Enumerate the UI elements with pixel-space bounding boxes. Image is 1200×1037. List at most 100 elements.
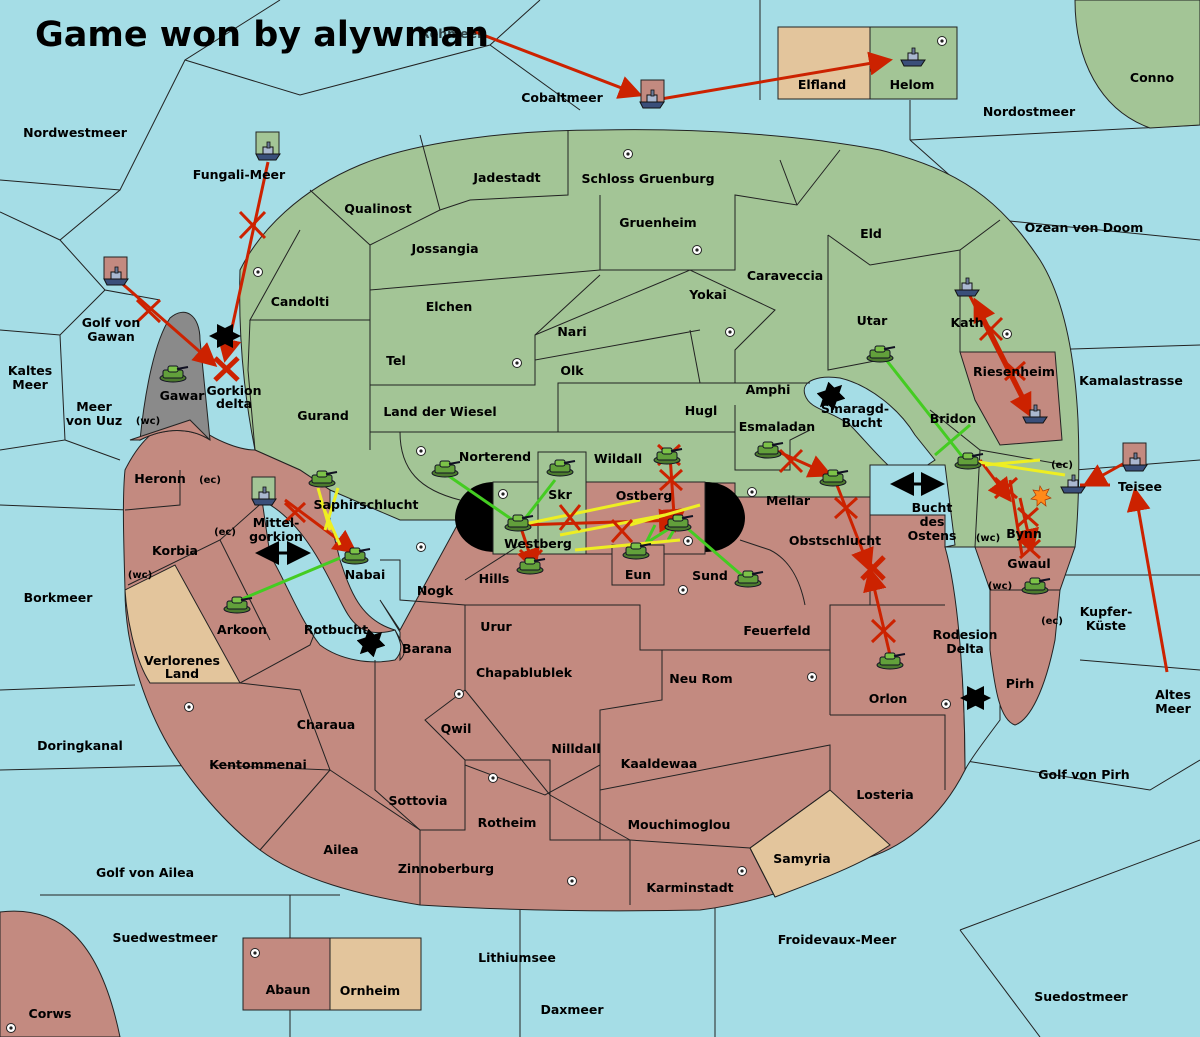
label-mittel-1: Mittel- (253, 515, 300, 530)
label-froidevaux: Froidevaux-Meer (778, 932, 897, 947)
sea-rotbucht[interactable] (261, 499, 402, 663)
label-rohmeer: Rohmeer (420, 26, 484, 41)
label-gorkion-1: Gorkion (206, 383, 261, 398)
label-nabai: Nabai (345, 567, 386, 582)
label-obstschlucht: Obstschlucht (789, 533, 881, 548)
province-conno[interactable] (1074, 0, 1200, 129)
label-eld: Eld (860, 226, 882, 241)
label-smaragd-1: Smaragd- (821, 401, 889, 416)
province-pirh[interactable] (989, 589, 1061, 726)
label-hugl: Hugl (685, 403, 718, 418)
label-mittel-2: gorkion (249, 529, 303, 544)
label-smaragd-2: Bucht (842, 415, 883, 430)
label-kentommenai: Kentommenai (209, 757, 307, 772)
label-neu-rom: Neu Rom (669, 671, 732, 686)
coast-labels: (wc) (ec) (ec) (wc) (ec) (wc) (wc) (ec) (128, 416, 1073, 627)
label-teisee: Teisee (1118, 479, 1162, 494)
label-rodesion-1: Rodesion (933, 627, 998, 642)
label-doringkanal: Doringkanal (37, 738, 123, 753)
label-sund: Sund (692, 568, 728, 583)
sea-rodesion-delta[interactable] (944, 546, 1001, 771)
label-nordwestmeer: Nordwestmeer (23, 125, 128, 140)
province-ornheim[interactable] (329, 937, 422, 1011)
label-tel: Tel (386, 353, 406, 368)
coast-gwaul-ec: (ec) (1041, 616, 1063, 627)
label-charaua: Charaua (297, 717, 355, 732)
label-rotheim: Rotheim (478, 815, 537, 830)
label-kath: Kath (951, 315, 984, 330)
label-verlorenes-2: Land (165, 666, 199, 681)
label-golf-pirh: Golf von Pirh (1038, 767, 1129, 782)
label-elchen: Elchen (426, 299, 473, 314)
label-kaaldewaa: Kaaldewaa (621, 756, 698, 771)
label-uuz-2: von Uuz (66, 413, 122, 428)
label-saphirschlucht: Saphirschlucht (314, 497, 419, 512)
label-orlon: Orlon (869, 691, 908, 706)
label-qualinost: Qualinost (344, 201, 411, 216)
label-suedostmeer: Suedostmeer (1034, 989, 1128, 1004)
label-sottovia: Sottovia (389, 793, 448, 808)
label-chapablublek: Chapablublek (476, 665, 573, 680)
label-barana: Barana (402, 641, 452, 656)
label-kamalastrasse: Kamalastrasse (1079, 373, 1183, 388)
label-olk: Olk (560, 363, 584, 378)
label-bridon: Bridon (930, 411, 976, 426)
coast-bynn-wc: (wc) (976, 533, 1000, 544)
coast-gawar-wc: (wc) (136, 416, 160, 427)
province-verlorenes-land[interactable] (124, 564, 241, 684)
label-candolti: Candolti (271, 294, 330, 309)
label-korbia: Korbia (152, 543, 198, 558)
label-wildall: Wildall (594, 451, 642, 466)
red-province-borders (124, 470, 946, 905)
label-gwaul: Gwaul (1007, 556, 1050, 571)
province-gawar-south (129, 419, 211, 441)
label-gawar: Gawar (160, 388, 206, 403)
label-conno: Conno (1130, 70, 1175, 85)
label-corws: Corws (29, 1006, 72, 1021)
game-title: Game won by alywman (35, 15, 489, 55)
bounce-marker (1030, 485, 1052, 507)
label-bucht-3: Ostens (908, 528, 957, 543)
province-corws[interactable] (0, 910, 121, 1037)
label-caraveccia: Caraveccia (747, 268, 823, 283)
label-hills: Hills (479, 571, 510, 586)
label-jossangia: Jossangia (410, 241, 478, 256)
label-rotbucht: Rotbucht (304, 622, 368, 637)
label-fungali-meer: Fungali-Meer (193, 167, 286, 182)
label-eun: Eun (625, 567, 651, 582)
label-bucht-2: des (920, 514, 945, 529)
label-kupfer-1: Kupfer- (1080, 604, 1133, 619)
label-utar: Utar (857, 313, 889, 328)
label-altes-2: Meer (1155, 701, 1191, 716)
label-ozean-von-doom: Ozean von Doom (1025, 220, 1144, 235)
label-uuz-1: Meer (76, 399, 112, 414)
green-province-borders (247, 130, 1066, 548)
label-kupfer-2: Küste (1086, 618, 1126, 633)
label-altes-1: Altes (1155, 687, 1191, 702)
label-ostberg: Ostberg (616, 488, 673, 503)
coast-gwaul-wc: (wc) (988, 581, 1012, 592)
label-lithiumsee: Lithiumsee (478, 950, 556, 965)
label-schloss-gruenburg: Schloss Gruenburg (581, 171, 714, 186)
label-rodesion-2: Delta (946, 641, 984, 656)
label-losteria: Losteria (856, 787, 913, 802)
label-golf-ailea: Golf von Ailea (96, 865, 194, 880)
coast-bridon-ec: (ec) (1051, 460, 1073, 471)
label-nilldall: Nilldall (551, 741, 600, 756)
label-arkoon: Arkoon (217, 622, 267, 637)
label-bynn: Bynn (1006, 526, 1041, 541)
sea-labels: Rohmeer Nordwestmeer Fungali-Meer Golf v… (8, 26, 1192, 1017)
label-bucht-1: Bucht (912, 500, 953, 515)
label-gorkion-2: delta (216, 396, 252, 411)
label-daxmeer: Daxmeer (540, 1002, 604, 1017)
label-cobaltmeer: Cobaltmeer (521, 90, 603, 105)
label-karminstadt: Karminstadt (646, 880, 733, 895)
province-elfland[interactable] (777, 26, 871, 100)
label-norterend: Norterend (459, 449, 531, 464)
label-westberg: Westberg (504, 536, 572, 551)
label-yokai: Yokai (688, 287, 727, 302)
units-layer[interactable] (103, 47, 1148, 670)
label-jadestadt: Jadestadt (472, 170, 540, 185)
province-samyria[interactable] (749, 789, 891, 898)
label-pirh: Pirh (1006, 676, 1035, 691)
